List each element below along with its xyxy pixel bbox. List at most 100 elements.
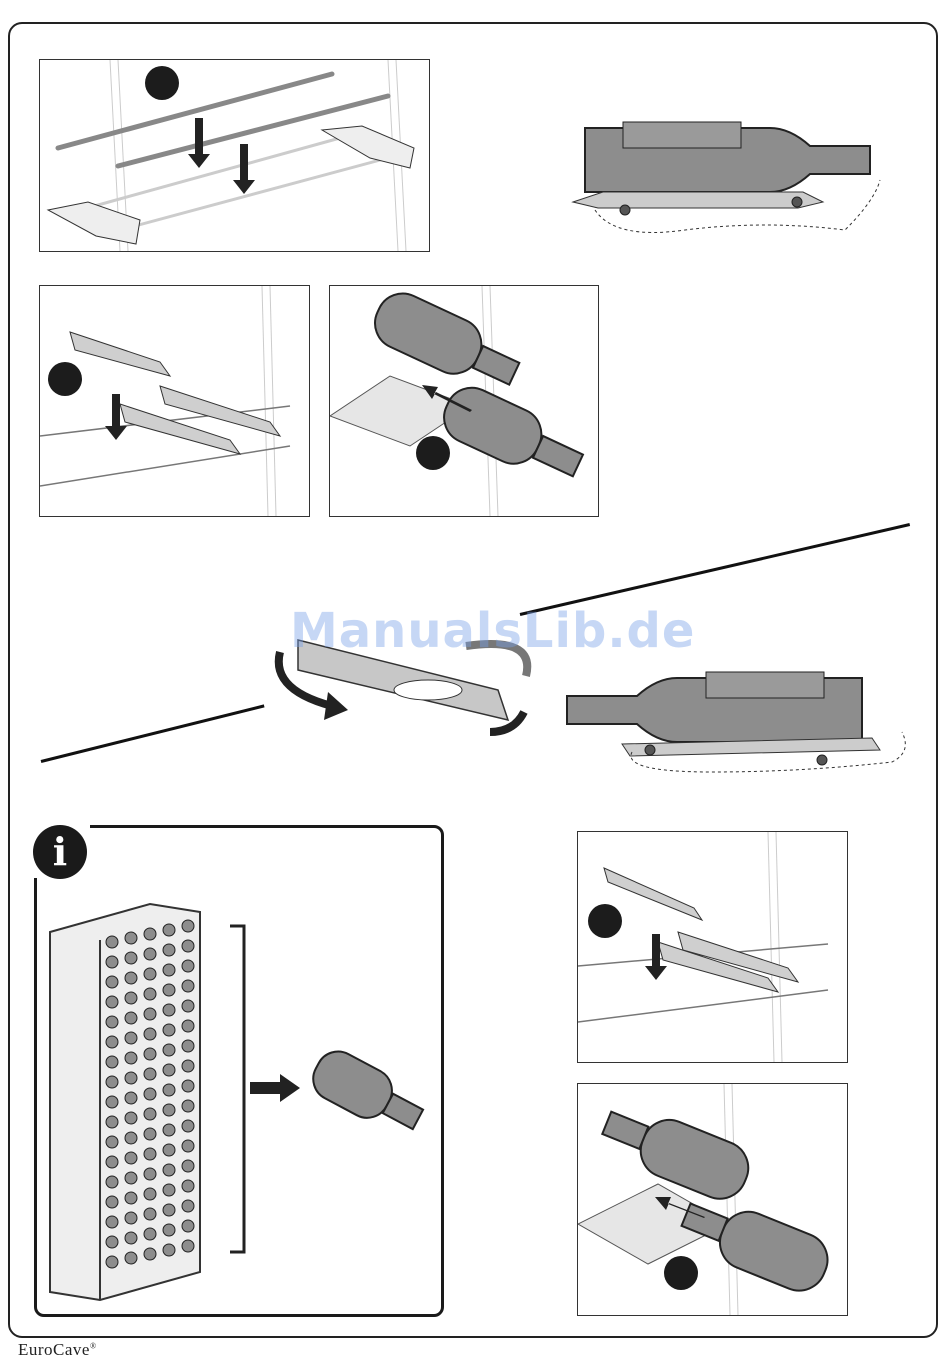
step-panel-alternate-supports bbox=[577, 831, 848, 1063]
rack-bottle bbox=[106, 956, 118, 968]
rack-bottle bbox=[182, 940, 194, 952]
rack-bottle bbox=[144, 948, 156, 960]
rack-bottle bbox=[125, 1112, 137, 1124]
rack-bottle bbox=[163, 1224, 175, 1236]
rack-bottle bbox=[106, 1096, 118, 1108]
rack-bottle bbox=[125, 1132, 137, 1144]
rack-bottle bbox=[163, 1024, 175, 1036]
rack-bottle bbox=[125, 932, 137, 944]
rack-bottle bbox=[182, 1220, 194, 1232]
step-panel-bottles bbox=[329, 285, 599, 517]
rack-bottle bbox=[125, 952, 137, 964]
step-marker bbox=[588, 904, 622, 938]
rack-bottle bbox=[144, 1068, 156, 1080]
step-marker bbox=[664, 1256, 698, 1290]
rack-bottle bbox=[125, 972, 137, 984]
rack-bottle bbox=[163, 1164, 175, 1176]
rack-bottle bbox=[106, 1196, 118, 1208]
rack-bottle bbox=[106, 936, 118, 948]
rack-bottle bbox=[163, 1124, 175, 1136]
rack-bottle bbox=[182, 980, 194, 992]
rack-bottle bbox=[163, 1244, 175, 1256]
step-panel-supports bbox=[39, 285, 310, 517]
rack-bottle bbox=[144, 1008, 156, 1020]
rack-bottle bbox=[163, 1144, 175, 1156]
rack-bottle bbox=[106, 1176, 118, 1188]
bottle-on-support-side-view bbox=[562, 660, 912, 790]
rack-bottle bbox=[182, 960, 194, 972]
rack-bottle bbox=[163, 1084, 175, 1096]
rack-bottle bbox=[144, 1148, 156, 1160]
rack-bottle bbox=[144, 928, 156, 940]
rack-bottle bbox=[144, 1028, 156, 1040]
rack-bottle bbox=[106, 1016, 118, 1028]
rack-bottle bbox=[182, 1000, 194, 1012]
rack-bottle bbox=[182, 1040, 194, 1052]
rack-bottle bbox=[106, 976, 118, 988]
step-panel-alternate-bottles bbox=[577, 1083, 848, 1316]
rack-bottle bbox=[163, 924, 175, 936]
rack-bottle bbox=[125, 1152, 137, 1164]
alternate-supports-illustration bbox=[578, 832, 847, 1062]
alternate-bottles-illustration bbox=[578, 1084, 847, 1315]
rack-bottle bbox=[144, 1248, 156, 1260]
rack-bottle bbox=[182, 1120, 194, 1132]
rack-bottle bbox=[144, 988, 156, 1000]
step-marker bbox=[48, 362, 82, 396]
rack-bottle bbox=[163, 964, 175, 976]
rack-bottle bbox=[125, 1092, 137, 1104]
rack-bottle bbox=[182, 1200, 194, 1212]
rack-bottle bbox=[163, 984, 175, 996]
rack-bottle bbox=[182, 1100, 194, 1112]
rack-bottle bbox=[144, 1108, 156, 1120]
right-arrow-icon bbox=[250, 1074, 300, 1102]
single-bottle bbox=[306, 1044, 430, 1142]
rack-bottle bbox=[182, 1160, 194, 1172]
wine-rack-illustration bbox=[40, 902, 440, 1302]
step-marker bbox=[145, 66, 179, 100]
rack-bottle bbox=[163, 1064, 175, 1076]
rack-bottle bbox=[144, 968, 156, 980]
brand-name: EuroCave bbox=[18, 1340, 90, 1359]
rack-bottle bbox=[144, 1088, 156, 1100]
rack-bottle bbox=[125, 1212, 137, 1224]
step-panel-rails bbox=[39, 59, 430, 252]
rack-bottle bbox=[106, 1136, 118, 1148]
rack-bottle bbox=[106, 1036, 118, 1048]
rack-bottle bbox=[125, 1052, 137, 1064]
rack-bottle bbox=[106, 1216, 118, 1228]
rack-bottle bbox=[125, 1192, 137, 1204]
rack-bottle bbox=[106, 1076, 118, 1088]
step-marker bbox=[416, 436, 450, 470]
rack-bottle bbox=[125, 1252, 137, 1264]
bracket bbox=[230, 926, 244, 1252]
rack-bottle bbox=[125, 992, 137, 1004]
bottles-illustration bbox=[330, 286, 598, 516]
rack-bottle bbox=[125, 1172, 137, 1184]
rack-bottle bbox=[182, 1180, 194, 1192]
rack-bottle bbox=[106, 1156, 118, 1168]
brand-registered-mark: ® bbox=[90, 1341, 97, 1350]
rack-bottle bbox=[163, 1044, 175, 1056]
rack-bottle bbox=[106, 1236, 118, 1248]
supports-illustration bbox=[40, 286, 309, 516]
rack-bottle bbox=[125, 1032, 137, 1044]
info-icon: i bbox=[33, 825, 87, 879]
rack-bottle bbox=[106, 996, 118, 1008]
watermark: ManualsLib.de bbox=[290, 603, 695, 659]
rack-bottle bbox=[163, 1184, 175, 1196]
rack-bottle bbox=[144, 1208, 156, 1220]
rack-bottle bbox=[125, 1232, 137, 1244]
rack-bottle bbox=[125, 1072, 137, 1084]
rack-bottle bbox=[163, 1004, 175, 1016]
rack-bottle bbox=[182, 1240, 194, 1252]
rack-bottle bbox=[144, 1188, 156, 1200]
rack-bottle bbox=[144, 1168, 156, 1180]
rack-bottle bbox=[125, 1012, 137, 1024]
rack-bottle bbox=[163, 1204, 175, 1216]
rack-bottle bbox=[182, 1060, 194, 1072]
brand-logo: EuroCave® bbox=[18, 1340, 97, 1360]
rack-bottle bbox=[163, 1104, 175, 1116]
rack-bottle bbox=[182, 920, 194, 932]
rack-bottle bbox=[182, 1020, 194, 1032]
